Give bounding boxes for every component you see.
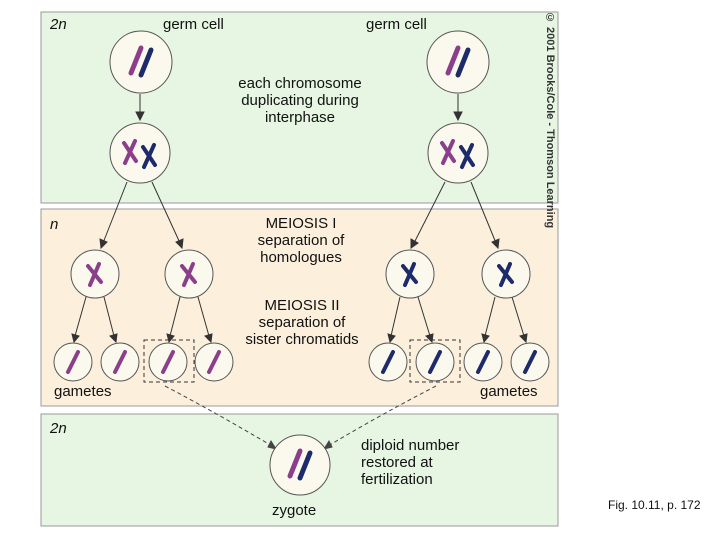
germ-cell-left-label: germ cell [163,16,224,33]
arrows [71,94,528,344]
selected-gamete-box-right [409,339,461,383]
meiosis1-line-2: separation of [257,232,345,249]
duplicated-cell-right [427,122,489,184]
meiosis2-line-3: sister chromatids [245,331,359,348]
figure-caption: Fig. 10.11, p. 172 [608,498,701,512]
diploid-line-1: diploid number [361,437,460,454]
meiosis1-label: MEIOSIS I separation of homologues [226,215,376,266]
diploid-line-2: restored at [361,454,433,471]
middle-ploidy-label: n [50,216,59,233]
fertilization-arrows [164,385,437,450]
zygote-label: zygote [272,502,317,519]
top-ploidy-label: 2n [50,16,67,33]
diploid-line-3: fertilization [361,471,433,488]
bottom-ploidy-label: 2n [50,420,67,437]
meiosis1-line-3: homologues [260,249,342,266]
germ-cell-right [426,30,490,94]
meiosis2-label: MEIOSIS II separation of sister chromati… [222,297,382,348]
gametes-left-label: gametes [54,383,112,400]
interphase-line-1: each chromosome [238,75,362,92]
meiosis1-line-1: MEIOSIS I [265,215,337,232]
germ-cell-left [109,30,173,94]
diploid-label: diploid number restored at fertilization [361,437,459,488]
interphase-label: each chromosome duplicating during inter… [215,75,385,126]
gametes-right-label: gametes [480,383,538,400]
germ-cell-right-label: germ cell [366,16,427,33]
zygote-cell [269,434,331,496]
interphase-line-2: duplicating during [241,92,359,109]
chromosomes [66,45,537,481]
interphase-line-3: interphase [264,109,336,126]
copyright-notice: © 2001 Brooks/Cole - Thomson Learning [544,12,556,229]
duplicated-cell-left [109,122,171,184]
meiosis2-line-2: separation of [258,314,346,331]
selected-gamete-box-left [143,339,195,383]
meiosis2-line-1: MEIOSIS II [264,297,340,314]
